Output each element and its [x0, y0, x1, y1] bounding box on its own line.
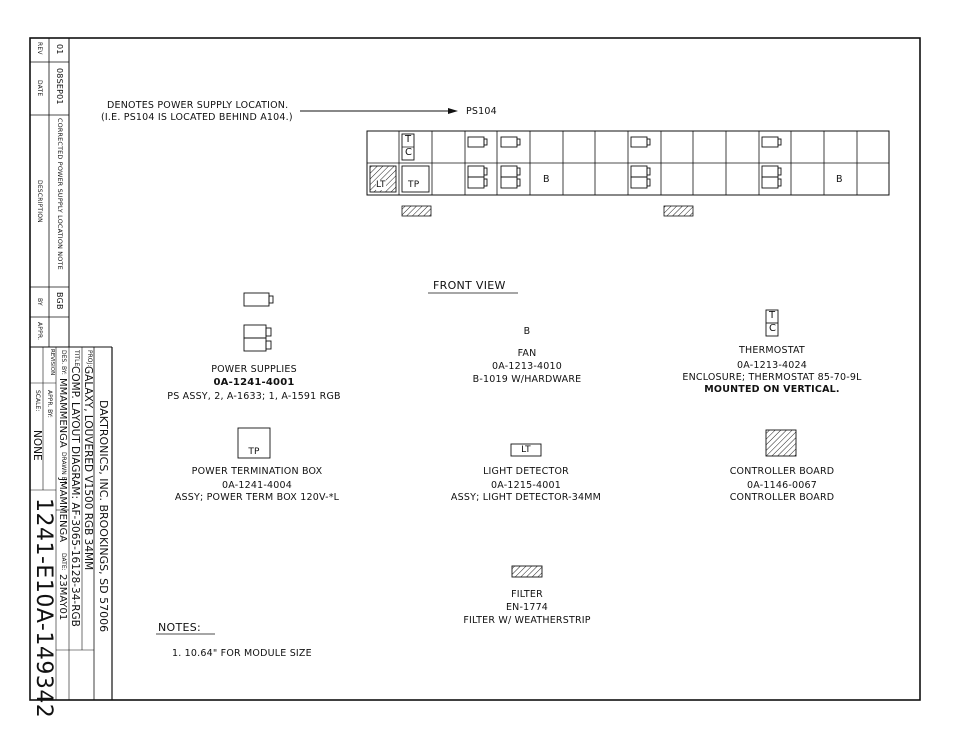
thermostat-part: 0A-1213-4024	[737, 360, 807, 371]
power-supplies-name: POWER SUPPLIES	[211, 364, 297, 375]
scale-value: NONE	[31, 430, 43, 461]
grid-tc-bottom: C	[405, 147, 413, 158]
thermostat-desc: ENCLOSURE; THERMOSTAT 85-70-9L	[682, 372, 862, 383]
controller-part: 0A-1146-0067	[747, 480, 817, 491]
description-header: DESCRIPTION	[36, 180, 43, 223]
light-detector-symbol-label: LT	[521, 445, 531, 455]
grid-fan-1: B	[543, 174, 550, 185]
light-detector-name: LIGHT DETECTOR	[483, 466, 569, 477]
revision-number: 01	[55, 44, 64, 55]
proj-label: PROJ:	[86, 350, 93, 367]
drawn-by: JMAMMENGA	[57, 478, 68, 543]
power-supplies-desc: PS ASSY, 2, A-1633; 1, A-1591 RGB	[167, 391, 341, 402]
drawing-date: 23MAY01	[57, 574, 68, 621]
controller-name: CONTROLLER BOARD	[729, 466, 835, 477]
grid-tc-top: T	[405, 134, 412, 145]
power-term-desc: ASSY; POWER TERM BOX 120V-*L	[174, 492, 340, 503]
fan-name: FAN	[517, 348, 537, 359]
callout-target: PS104	[466, 106, 497, 117]
filter-name: FILTER	[511, 589, 543, 600]
note-item: 1. 10.64" FOR MODULE SIZE	[172, 648, 312, 659]
controller-board-symbol	[401, 205, 432, 217]
controller-legend-symbol	[765, 429, 797, 457]
power-supplies-part: 0A-1241-4001	[213, 377, 295, 388]
date-header: DATE	[36, 80, 43, 97]
fan-symbol: B	[523, 326, 531, 337]
component-layout-grid	[366, 130, 890, 217]
designed-by: MMAMMENGA	[57, 378, 68, 448]
fan-part: 0A-1213-4010	[492, 361, 562, 372]
appr-label: APPR. BY:	[46, 390, 53, 418]
light-detector-legend-symbol	[510, 443, 542, 457]
controller-desc: CONTROLLER BOARD	[729, 492, 835, 503]
thermostat-symbol-top: T	[769, 310, 776, 321]
revision-date: 08SEP01	[55, 68, 64, 105]
revision-description: CORRECTED POWER SUPPLY LOCATION NOTE	[56, 118, 64, 270]
thermostat-note: MOUNTED ON VERTICAL.	[704, 384, 840, 395]
thermostat-symbol-bottom: C	[769, 323, 777, 334]
grid-lt-label: LT	[376, 180, 386, 190]
date-label: DATE:	[60, 553, 67, 571]
filter-desc: FILTER W/ WEATHERSTRIP	[463, 615, 591, 626]
power-term-name: POWER TERMINATION BOX	[191, 466, 323, 477]
des-label: DES. BY:	[60, 350, 67, 375]
filter-part: EN-1774	[505, 602, 549, 613]
front-view-label: FRONT VIEW	[433, 279, 506, 292]
appr-header: APPR.	[36, 322, 43, 341]
drawing-title: COMP. LAYOUT DIAGRAM: AF-3065-16128-34-R…	[69, 366, 81, 627]
callout-line-1: DENOTES POWER SUPPLY LOCATION.	[107, 100, 289, 111]
power-term-part: 0A-1241-4004	[222, 480, 292, 491]
filter-legend-symbol	[511, 565, 543, 578]
grid-fan-2: B	[836, 174, 843, 185]
company-name: DAKTRONICS, INC. BROOKINGS, SD 57006	[97, 400, 110, 633]
power-supply-double-symbol	[243, 324, 267, 339]
light-detector-desc: ASSY; LIGHT DETECTOR-34MM	[450, 492, 602, 503]
revision-by: BGB	[55, 292, 64, 310]
power-term-symbol-label: TP	[248, 447, 260, 457]
by-header: BY	[36, 298, 43, 306]
notes-heading: NOTES:	[158, 621, 202, 634]
scale-label: SCALE:	[34, 390, 41, 412]
project-name: GALAXY, LOUVERED V1500 RGB 34MM	[82, 366, 94, 571]
fan-desc: B-1019 W/HARDWARE	[472, 374, 582, 385]
power-supply-single-symbol	[243, 292, 270, 307]
controller-board-symbol	[663, 205, 694, 217]
grid-tp-label: TP	[408, 180, 420, 190]
callout-line-2: (I.E. PS104 IS LOCATED BEHIND A104.)	[101, 112, 293, 123]
power-term-legend-symbol	[237, 427, 271, 459]
light-detector-part: 0A-1215-4001	[491, 480, 561, 491]
power-term-symbol	[401, 165, 430, 193]
drawing-number: 1241-E10A-149342	[31, 498, 56, 719]
rev-header: REV	[36, 42, 43, 55]
thermostat-name: THERMOSTAT	[739, 345, 805, 356]
revision-label: REVISION	[49, 349, 55, 376]
